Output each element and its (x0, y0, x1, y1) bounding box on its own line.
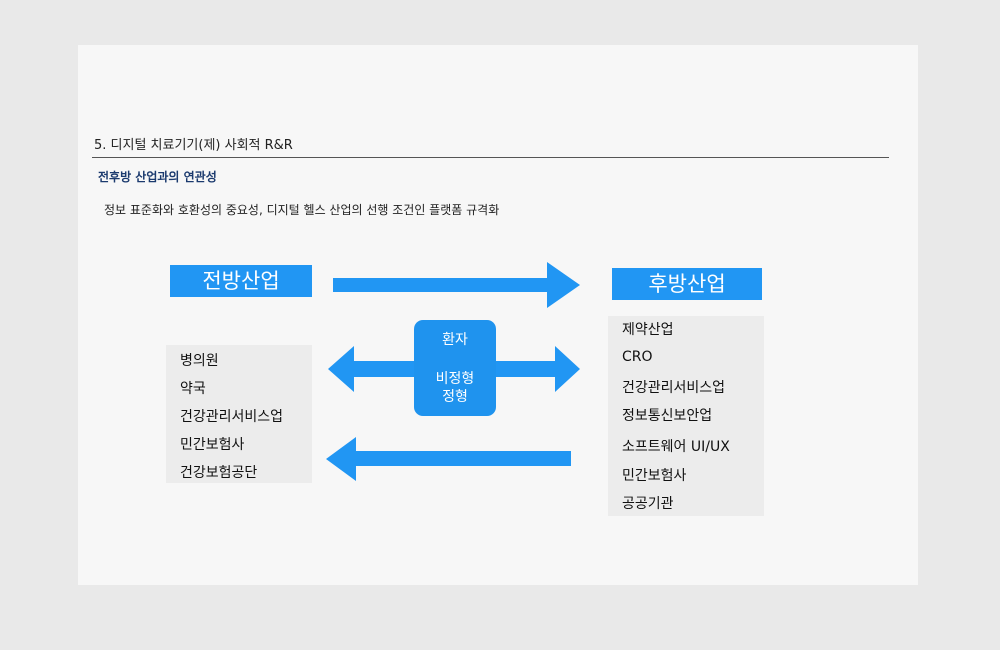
front-industry-list: 병의원 약국 건강관리서비스업 민간보험사 건강보험공단 (166, 345, 312, 483)
heading-divider (92, 157, 889, 158)
arrow-double-right (496, 346, 580, 392)
unstructured-label: 비정형 (435, 371, 475, 387)
list-item: 약국 (180, 381, 206, 397)
arrow-forward (333, 262, 580, 308)
list-item: 건강보험공단 (180, 465, 258, 481)
back-industry-list: 제약산업 CRO 건강관리서비스업 정보통신보안업 소프트웨어 UI/UX 민간… (608, 316, 764, 516)
list-item: 제약산업 (622, 322, 674, 338)
arrow-double-left (328, 346, 414, 392)
patient-data-box: 환자 비정형 정형 (414, 320, 496, 416)
list-item: 공공기관 (622, 496, 674, 512)
list-item: 민간보험사 (622, 468, 687, 484)
back-industry-title: 후방산업 (612, 268, 762, 300)
structured-label: 정형 (442, 389, 468, 405)
section-heading: 5. 디지털 치료기기(제) 사회적 R&R (94, 138, 293, 153)
list-item: 정보통신보안업 (622, 408, 713, 424)
list-item: 소프트웨어 UI/UX (622, 439, 730, 455)
arrow-backward (326, 437, 571, 481)
slide-background (78, 45, 918, 585)
list-item: 병의원 (180, 353, 219, 369)
patient-label: 환자 (442, 332, 468, 348)
front-industry-title: 전방산업 (170, 265, 312, 297)
list-item: 건강관리서비스업 (180, 409, 284, 425)
list-item: 건강관리서비스업 (622, 380, 726, 396)
list-item: 민간보험사 (180, 437, 245, 453)
section-subtitle: 전후방 산업과의 연관성 (98, 170, 217, 184)
section-description: 정보 표준화와 호환성의 중요성, 디지털 헬스 산업의 선행 조건인 플랫폼 … (104, 203, 500, 217)
list-item: CRO (622, 349, 653, 365)
